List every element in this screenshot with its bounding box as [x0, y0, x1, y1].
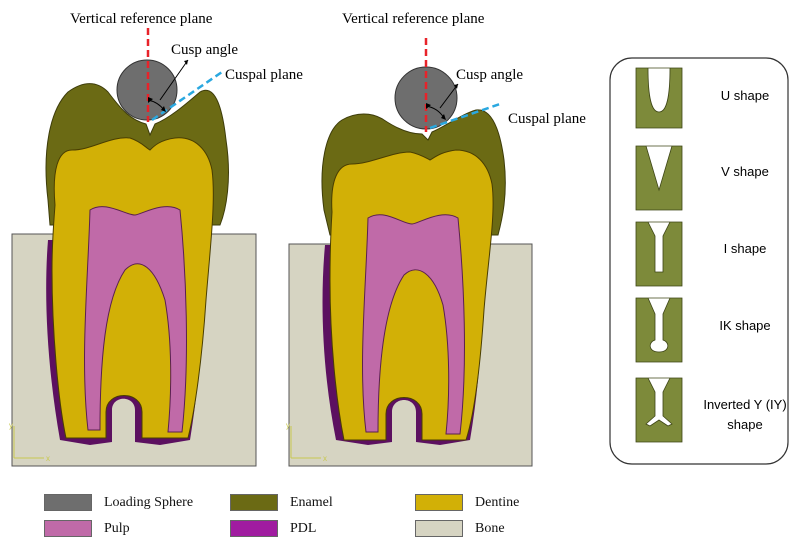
u-shape-label: U shape: [721, 88, 769, 103]
legend: Loading Sphere Enamel Dentine Pulp PDL B…: [0, 488, 791, 537]
v-shape-label: V shape: [721, 164, 769, 179]
left-axis-x-label: x: [46, 454, 50, 463]
legend-label: Bone: [475, 521, 505, 537]
legend-label: Pulp: [104, 521, 130, 537]
legend-swatch: [230, 520, 278, 537]
legend-swatch: [44, 520, 92, 537]
left-dentine: [52, 138, 213, 438]
legend-item-bone: Bone: [415, 520, 505, 537]
legend-item-pulp: Pulp: [44, 520, 130, 537]
legend-label: Loading Sphere: [104, 495, 193, 511]
legend-swatch: [44, 494, 92, 511]
tooth-diagram: Vertical reference plane Cusp angle Cusp…: [0, 0, 791, 490]
inverted-y-shape-label-line2: shape: [727, 417, 762, 432]
legend-item-loading-sphere: Loading Sphere: [44, 494, 193, 511]
legend-item-enamel: Enamel: [230, 494, 333, 511]
legend-label: Enamel: [290, 495, 333, 511]
legend-label: Dentine: [475, 495, 519, 511]
right-axis-y-label: y: [286, 421, 290, 430]
ik-shape-label: IK shape: [719, 318, 770, 333]
right-cuspal-plane-label: Cuspal plane: [508, 111, 586, 127]
right-cusp-angle-label: Cusp angle: [456, 67, 523, 83]
i-shape-label: I shape: [724, 241, 767, 256]
legend-swatch: [415, 494, 463, 511]
right-axis-x-label: x: [323, 454, 327, 463]
inverted-y-shape-label-line1: Inverted Y (IY): [703, 397, 786, 412]
right-tooth-model: [289, 38, 532, 466]
legend-item-dentine: Dentine: [415, 494, 519, 511]
legend-label: PDL: [290, 521, 316, 537]
right-vertical-reference-label: Vertical reference plane: [342, 11, 485, 27]
legend-swatch: [230, 494, 278, 511]
left-cusp-angle-label: Cusp angle: [171, 42, 238, 58]
right-dentine: [330, 150, 493, 440]
left-vertical-reference-label: Vertical reference plane: [70, 11, 213, 27]
left-axis-y-label: y: [9, 421, 13, 430]
legend-item-pdl: PDL: [230, 520, 316, 537]
legend-swatch: [415, 520, 463, 537]
left-cuspal-plane-label: Cuspal plane: [225, 67, 303, 83]
left-tooth-model: [12, 28, 256, 466]
